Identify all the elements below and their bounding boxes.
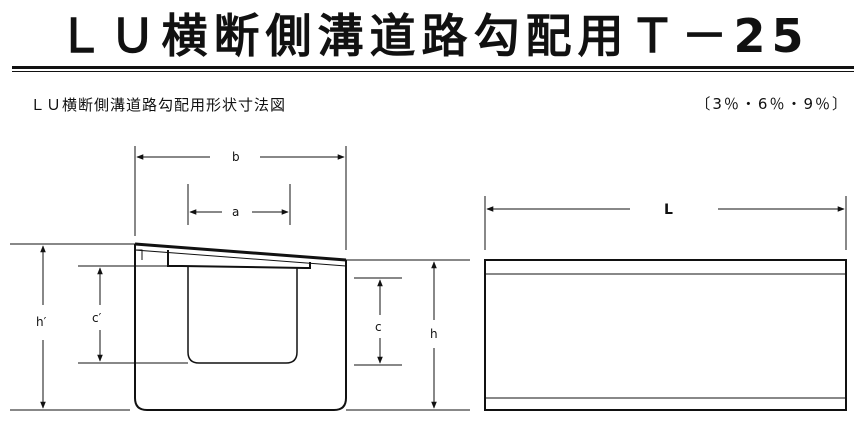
title-rule-thin (12, 71, 854, 72)
slope-options: 〔3％・6％・9％〕 (695, 95, 849, 113)
cross-section-view (134, 242, 347, 411)
label-c: c (375, 320, 382, 334)
section-outline (134, 244, 347, 411)
dimension-b (134, 146, 347, 250)
dimension-c-prime (78, 265, 188, 364)
drawing-subtitle: ＬＵ横断側溝道路勾配用形状寸法図 (30, 96, 287, 114)
title-rule-thick (12, 66, 854, 69)
sloped-lid (134, 242, 347, 262)
label-a: a (232, 205, 239, 219)
label-h-prime: h′ (36, 315, 47, 329)
lid-seat (167, 250, 311, 269)
label-b: b (232, 150, 240, 164)
side-outline (484, 259, 847, 411)
dimension-h-prime (10, 243, 135, 411)
page-title: ＬＵ横断側溝道路勾配用Ｔ－25 (57, 9, 810, 63)
label-c-prime: c′ (92, 311, 102, 325)
side-view (484, 259, 847, 411)
label-L: L (664, 202, 673, 218)
dimension-c (354, 277, 402, 366)
dimension-a (187, 184, 291, 225)
label-h: h (430, 327, 438, 341)
inner-channel (187, 266, 298, 364)
dimension-L (484, 196, 847, 250)
dimension-h (346, 259, 470, 411)
